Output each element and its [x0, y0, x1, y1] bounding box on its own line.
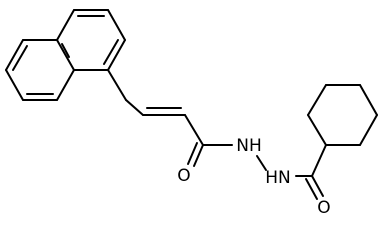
bond	[107, 39, 126, 71]
double-bond-inner	[103, 39, 119, 65]
oxygen-right-label: O	[317, 198, 330, 218]
bond	[184, 114, 204, 146]
bond	[5, 39, 24, 71]
double-bond-inner	[305, 178, 318, 200]
chemical-structure-diagram: O NH HN O	[5, 9, 378, 218]
bond	[107, 9, 126, 41]
bond	[5, 69, 24, 101]
double-bond-inner	[12, 45, 28, 71]
cyclohexane-ring	[307, 84, 378, 146]
hydrazide-linkage: NH HN	[202, 136, 313, 188]
propenoyl-chain	[107, 69, 204, 146]
bond	[125, 99, 144, 116]
bond	[56, 9, 75, 41]
nh-label-upper: NH	[236, 136, 262, 156]
bond	[107, 69, 127, 101]
bond	[307, 114, 327, 146]
nh-label-lower: HN	[265, 168, 291, 188]
bond	[193, 144, 204, 167]
bond	[256, 155, 267, 171]
bond	[359, 84, 378, 116]
double-bond-inner	[61, 43, 70, 58]
naphthalene-left-ring	[5, 39, 75, 101]
bond	[311, 144, 327, 177]
carbonyl-left: O	[177, 142, 204, 186]
bond	[56, 39, 75, 71]
bond	[359, 114, 378, 146]
double-bond-inner	[187, 142, 198, 165]
bond	[56, 69, 75, 101]
oxygen-left-label: O	[177, 166, 190, 186]
carbonyl-right: O	[305, 144, 331, 218]
bond	[311, 175, 324, 197]
bond	[307, 84, 327, 116]
naphthalene-right-ring	[56, 9, 126, 71]
